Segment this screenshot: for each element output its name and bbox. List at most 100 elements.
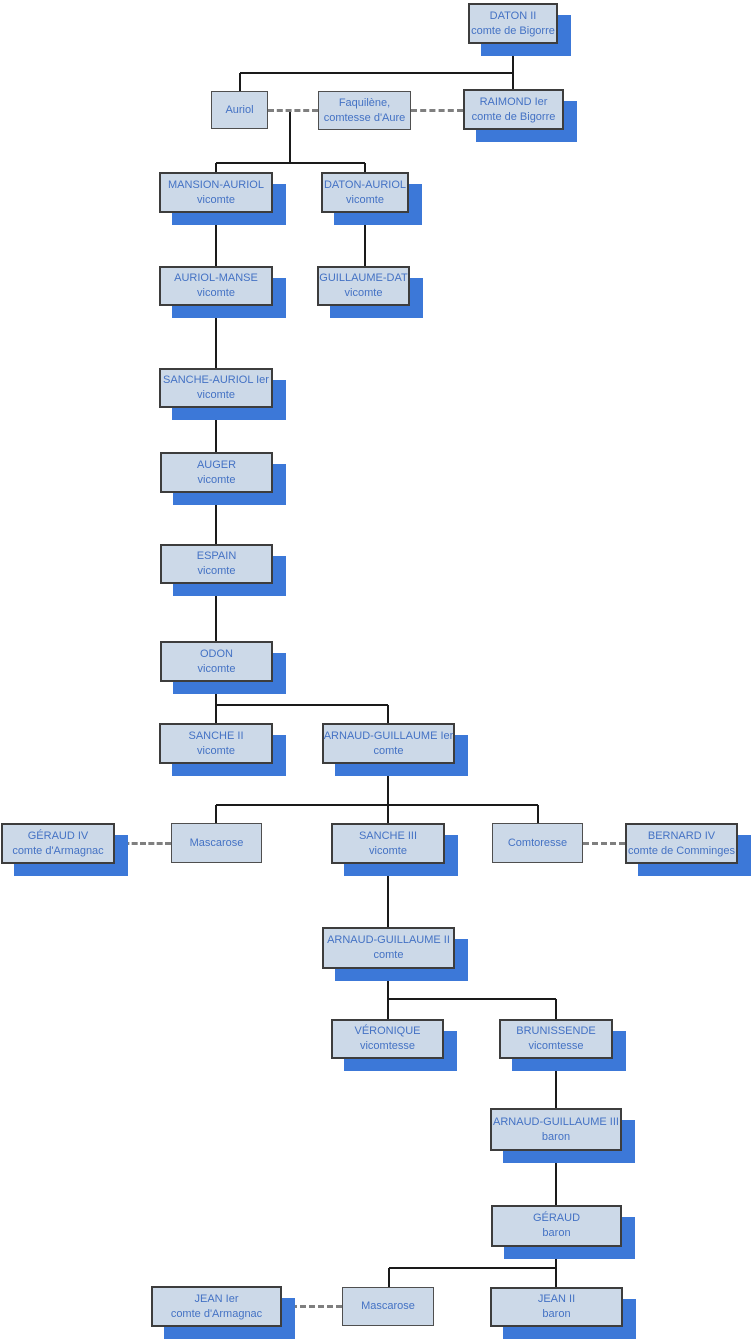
person-title: comte — [373, 744, 404, 757]
tree-node-auger: AUGER vicomte — [160, 452, 273, 493]
person-title: vicomte — [197, 662, 236, 675]
descent-connector-line — [387, 969, 389, 999]
descent-connector-line — [364, 213, 366, 266]
person-title: comte de Comminges — [628, 844, 735, 857]
person-name: GUILLAUME-DAT — [319, 272, 408, 285]
person-title: comte d'Armagnac — [12, 844, 104, 857]
marriage-dashed-line — [583, 842, 625, 845]
person-name: JEAN II — [537, 1293, 576, 1306]
person-name: ARNAUD-GUILLAUME Ier — [323, 729, 454, 742]
descent-connector-line — [215, 583, 217, 641]
person-name: GÉRAUD — [532, 1212, 581, 1225]
tree-node-mascarose-2: Mascarose — [342, 1287, 434, 1326]
person-name: Mascarose — [189, 836, 244, 849]
person-title: vicomte — [197, 565, 236, 577]
descent-connector-line — [389, 1267, 556, 1269]
descent-connector-line — [387, 805, 389, 823]
tree-node-mascarose-1: Mascarose — [171, 823, 262, 863]
descent-connector-line — [537, 805, 539, 823]
descent-connector-line — [387, 705, 389, 723]
descent-connector-line — [216, 704, 388, 706]
person-title: vicomte — [197, 389, 235, 401]
descent-connector-line — [512, 44, 514, 89]
descent-connector-line — [289, 110, 291, 163]
descent-connector-line — [215, 213, 217, 266]
person-title: comte d'Armagnac — [170, 1307, 263, 1320]
person-title: vicomte — [197, 744, 235, 757]
person-name: VÉRONIQUE — [354, 1025, 421, 1038]
person-title: vicomtesse — [528, 1040, 584, 1052]
tree-node-bernard-iv: BERNARD IV comte de Comminges — [625, 823, 738, 864]
descent-connector-line — [239, 73, 241, 91]
descent-connector-line — [387, 999, 389, 1019]
descent-connector-line — [555, 1151, 557, 1205]
person-name: Faquilène, — [338, 96, 391, 109]
person-name: RAIMOND Ier — [479, 95, 548, 108]
person-title: comte de Bigorre — [471, 110, 556, 123]
descent-connector-line — [215, 805, 217, 823]
person-title: comtesse d'Aure — [323, 111, 406, 124]
tree-node-geraud: GÉRAUD baron — [491, 1205, 622, 1247]
person-name: Auriol — [225, 103, 254, 116]
person-name: ODON — [200, 647, 233, 660]
person-name: Mascarose — [361, 1300, 415, 1313]
marriage-dashed-line — [282, 1305, 342, 1308]
person-name: BERNARD IV — [647, 829, 716, 842]
person-title: vicomte — [344, 287, 383, 299]
descent-connector-line — [387, 764, 389, 805]
descent-connector-line — [555, 1247, 557, 1268]
person-title: vicomte — [197, 473, 236, 486]
descent-connector-line — [215, 682, 217, 723]
person-name: AUGER — [196, 458, 237, 471]
person-title: vicomte — [197, 193, 235, 206]
marriage-dashed-line — [115, 842, 171, 845]
person-name: ARNAUD-GUILLAUME II — [327, 934, 450, 947]
tree-node-arnaud-guillaume-ier: ARNAUD-GUILLAUME Ier comte — [322, 723, 455, 764]
person-name: SANCHE-AURIOL Ier — [163, 374, 269, 387]
marriage-dashed-line — [268, 109, 318, 112]
person-name: Comtoresse — [507, 836, 568, 849]
person-title: vicomte — [197, 287, 235, 299]
tree-node-sanche-ii: SANCHE II vicomte — [159, 723, 273, 764]
descent-connector-line — [387, 864, 389, 927]
person-name: AURIOL-MANSE — [174, 272, 258, 285]
descent-connector-line — [216, 804, 538, 806]
person-name: SANCHE II — [188, 729, 244, 742]
person-title: vicomtesse — [359, 1040, 416, 1052]
tree-node-comtoresse: Comtoresse — [492, 823, 583, 863]
descent-connector-line — [240, 72, 513, 74]
person-name: ARNAUD-GUILLAUME III — [493, 1115, 619, 1128]
tree-node-daton-auriol: DATON-AURIOL vicomte — [321, 172, 409, 213]
tree-node-auriol: Auriol — [211, 91, 268, 129]
person-name: DATON-AURIOL — [323, 178, 407, 191]
tree-node-brunissende: BRUNISSENDE vicomtesse — [499, 1019, 613, 1059]
tree-node-espain: ESPAIN vicomte — [160, 544, 273, 584]
person-name: SANCHE III — [358, 829, 418, 842]
person-name: ESPAIN — [196, 550, 237, 563]
descent-connector-line — [555, 1059, 557, 1108]
tree-node-veronique: VÉRONIQUE vicomtesse — [331, 1019, 444, 1059]
person-name: MANSION-AURIOL — [168, 178, 264, 191]
descent-connector-line — [215, 163, 217, 172]
descent-connector-line — [555, 999, 557, 1019]
tree-node-faquilene: Faquilène, comtesse d'Aure — [318, 91, 411, 130]
tree-node-jean-ii: JEAN II baron — [490, 1287, 623, 1327]
person-title: vicomte — [369, 844, 407, 857]
person-title: baron — [542, 1308, 571, 1320]
person-name: BRUNISSENDE — [516, 1025, 596, 1038]
descent-connector-line — [215, 492, 217, 544]
tree-node-auriol-manse: AURIOL-MANSE vicomte — [159, 266, 273, 306]
tree-node-sanche-auriol-ier: SANCHE-AURIOL Ier vicomte — [159, 368, 273, 408]
tree-node-guillaume-dat: GUILLAUME-DAT vicomte — [317, 266, 410, 306]
person-title: baron — [542, 1227, 571, 1239]
tree-node-raimond-ier: RAIMOND Ier comte de Bigorre — [463, 89, 564, 130]
descent-connector-line — [555, 1268, 557, 1287]
person-title: vicomte — [346, 193, 384, 206]
descent-connector-line — [215, 306, 217, 368]
descent-connector-line — [215, 408, 217, 452]
